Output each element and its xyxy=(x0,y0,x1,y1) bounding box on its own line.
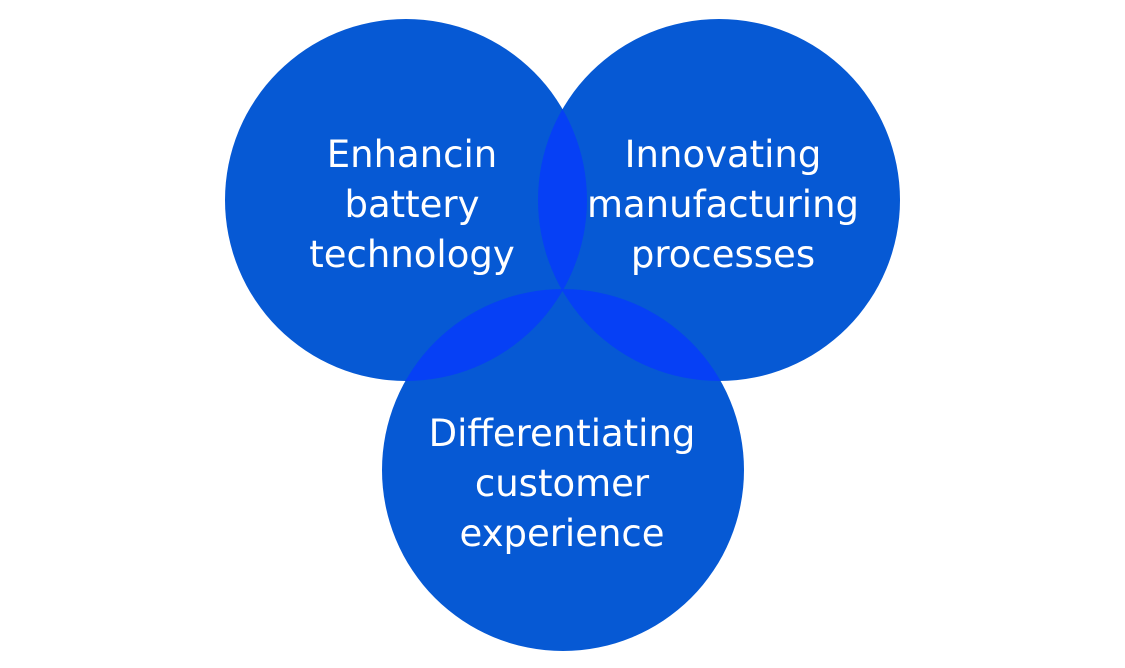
circle-right-line-1: Innovating xyxy=(624,133,822,176)
circle-left-line-2: battery xyxy=(344,183,480,226)
circle-right-line-2: manufacturing xyxy=(586,183,860,226)
circle-right xyxy=(538,19,900,381)
circle-left xyxy=(225,19,587,381)
circle-bottom-line-2: customer xyxy=(474,462,650,505)
circle-bottom xyxy=(382,289,744,651)
circle-bottom-line-1: Differentiating xyxy=(428,412,696,455)
circle-right-label: Innovating manufacturing processes xyxy=(553,130,893,280)
circle-bottom-label: Differentiating customer experience xyxy=(392,409,732,559)
circle-left-line-3: technology xyxy=(309,233,515,276)
circle-left-label: Enhancin battery technology xyxy=(242,130,582,280)
circle-left-line-1: Enhancin xyxy=(326,133,498,176)
circle-right-line-3: processes xyxy=(630,233,816,276)
circle-bottom-line-3: experience xyxy=(459,512,665,555)
